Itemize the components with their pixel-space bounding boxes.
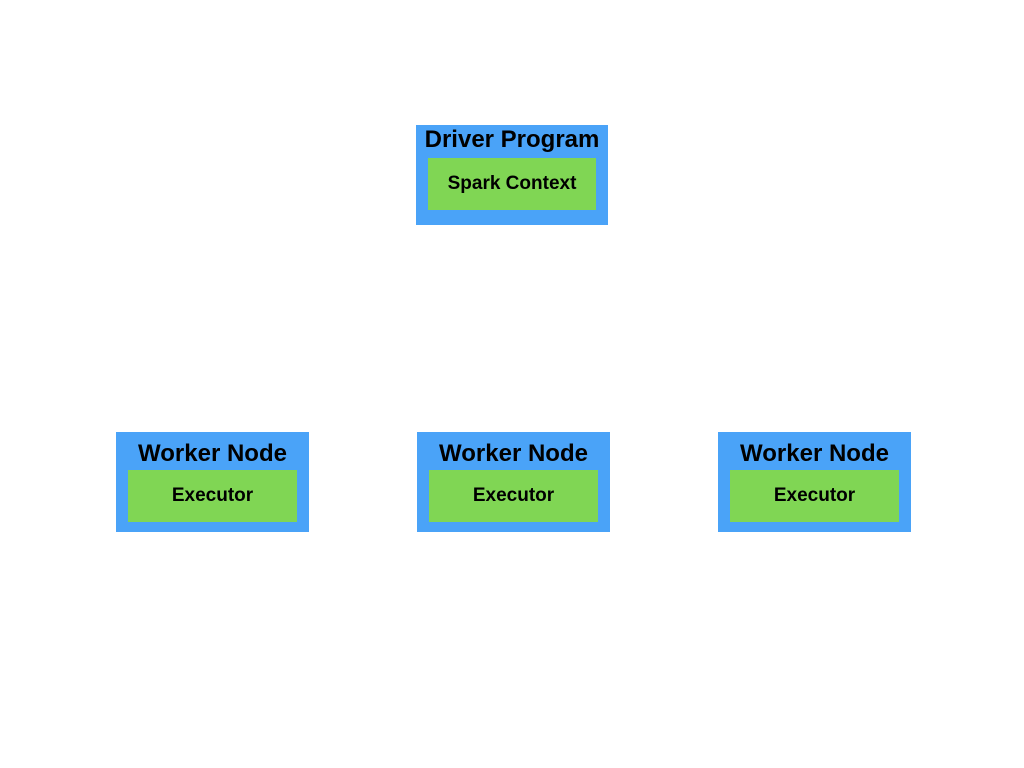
worker-node-box: Worker Node Executor <box>718 432 911 532</box>
worker-node-title: Worker Node <box>138 440 287 467</box>
worker-node-title: Worker Node <box>439 440 588 467</box>
worker-node-box: Worker Node Executor <box>417 432 610 532</box>
spark-context-box: Spark Context <box>428 158 596 210</box>
driver-program-title: Driver Program <box>424 126 600 153</box>
executor-box: Executor <box>730 470 899 522</box>
driver-program-box: Driver Program Spark Context <box>416 125 608 225</box>
worker-node-title: Worker Node <box>740 440 889 467</box>
executor-box: Executor <box>128 470 297 522</box>
executor-box: Executor <box>429 470 598 522</box>
worker-node-box: Worker Node Executor <box>116 432 309 532</box>
